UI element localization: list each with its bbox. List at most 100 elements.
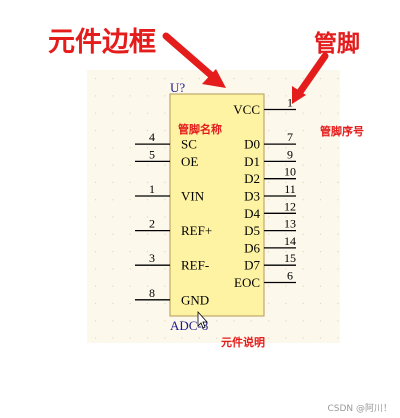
grid-dot — [319, 181, 322, 183]
grid-dot — [164, 216, 166, 218]
grid-dot — [181, 337, 183, 339]
grid-dot — [233, 337, 235, 339]
grid-dot — [146, 78, 149, 80]
grid-dot — [285, 181, 287, 183]
grid-dot — [112, 78, 114, 80]
grid-dot — [146, 129, 149, 132]
grid-dot — [95, 320, 97, 322]
grid-dot — [319, 78, 322, 80]
pin-number: 4 — [149, 130, 155, 144]
grid-dot — [285, 268, 287, 270]
pin-arrow — [296, 52, 329, 96]
grid-dot — [112, 95, 114, 97]
description-annotation: 元件说明 — [221, 335, 265, 349]
pin-name: EOC — [234, 275, 260, 290]
grid-dot — [95, 112, 97, 114]
grid-dot — [337, 216, 339, 218]
grid-dot — [302, 78, 304, 80]
grid-dot — [337, 337, 339, 339]
pin-number-annotation: 管脚序号 — [320, 124, 364, 138]
grid-dot — [268, 216, 270, 218]
grid-dot — [164, 78, 166, 80]
grid-dot — [337, 112, 339, 114]
grid-dot — [302, 337, 304, 339]
pin-d0[interactable]: 7D0 — [244, 130, 296, 152]
grid-dot — [198, 78, 200, 80]
grid-dot — [337, 251, 339, 253]
grid-dot — [319, 164, 322, 166]
grid-dot — [319, 251, 322, 253]
pin-number: 14 — [284, 234, 296, 248]
grid-dot — [129, 164, 131, 166]
grid-dot — [285, 199, 287, 201]
pin-number: 15 — [284, 251, 296, 265]
pin-number: 11 — [284, 182, 296, 196]
grid-dot — [95, 181, 97, 183]
grid-dot — [181, 320, 183, 322]
grid-dot — [164, 181, 166, 183]
grid-dot — [95, 95, 97, 97]
grid-dot — [233, 78, 235, 80]
grid-dot — [129, 285, 131, 287]
pin-number: 6 — [287, 269, 293, 283]
grid-dot — [129, 268, 131, 270]
grid-dot — [337, 302, 339, 305]
pin-name: SC — [181, 137, 197, 152]
grid-dot — [112, 199, 114, 201]
grid-dot — [164, 95, 166, 97]
grid-dot — [129, 181, 131, 183]
grid-dot — [129, 320, 131, 322]
grid-dot — [95, 78, 97, 80]
pin-number: 9 — [287, 147, 293, 161]
grid-dot — [337, 181, 339, 183]
grid-dot — [268, 268, 270, 270]
pin-name: OE — [181, 154, 198, 169]
pin-name: D2 — [244, 171, 260, 186]
grid-dot — [112, 251, 114, 253]
grid-dot — [164, 129, 166, 132]
grid-dot — [216, 337, 218, 339]
pin-name: D3 — [244, 189, 260, 204]
grid-dot — [268, 251, 270, 253]
grid-dot — [95, 251, 97, 253]
grid-dot — [302, 233, 304, 235]
grid-dot — [146, 233, 149, 235]
grid-dot — [285, 251, 287, 253]
grid-dot — [302, 199, 304, 201]
pin-number: 2 — [149, 217, 155, 231]
grid-dot — [129, 199, 131, 201]
pin-number: 3 — [149, 251, 155, 265]
grid-dot — [164, 320, 166, 322]
pin-number: 13 — [284, 217, 296, 231]
grid-dot — [164, 147, 166, 149]
pin-name: REF+ — [181, 223, 212, 238]
grid-dot — [268, 164, 270, 166]
pin-number: 12 — [284, 199, 296, 213]
pin-ref[interactable]: 2 REF+ — [135, 217, 212, 239]
watermark: CSDN @阿川！ — [327, 403, 392, 414]
component-designator[interactable]: U? — [170, 80, 185, 95]
grid-dot — [337, 129, 339, 132]
grid-dot — [95, 302, 97, 305]
grid-dot — [146, 147, 149, 149]
grid-dot — [146, 199, 149, 201]
component-frame[interactable] — [169, 93, 265, 317]
pin-eoc[interactable]: 6 EOC — [234, 269, 296, 291]
grid-dot — [129, 147, 131, 149]
grid-dot — [319, 285, 322, 287]
pin-d1[interactable]: 9D1 — [244, 147, 296, 169]
pin-name: VIN — [181, 189, 205, 204]
